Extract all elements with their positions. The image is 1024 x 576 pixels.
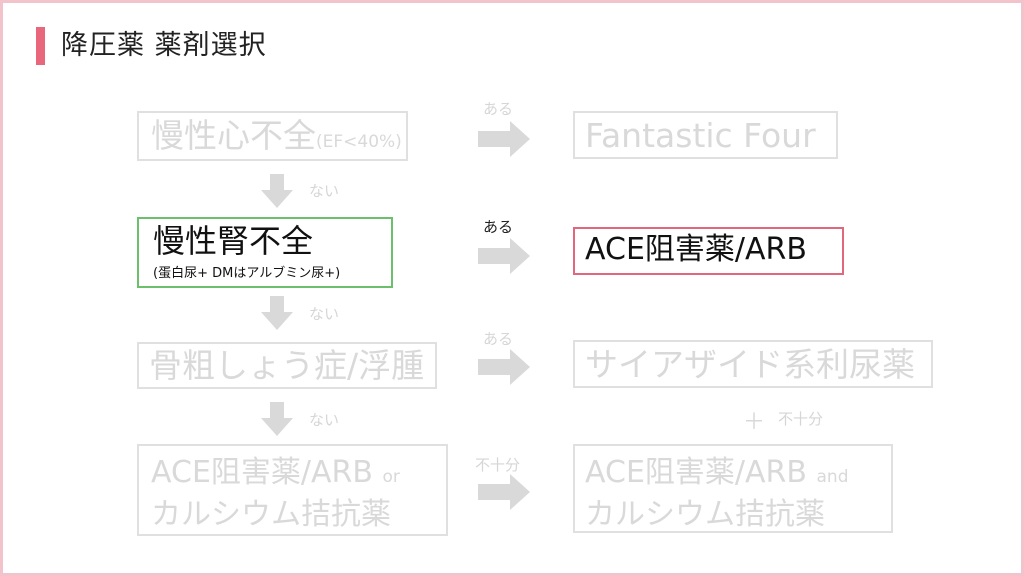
node-heart-failure: 慢性心不全(EF<40%): [137, 111, 408, 161]
node-ckd-sub: (蛋白尿+ DMはアルブミン尿+): [153, 266, 341, 281]
node-ckd-label: 慢性腎不全: [153, 222, 314, 260]
title-accent-bar: [36, 27, 45, 65]
node-ace-and-ca-line1: ACE阻害薬/ARB: [585, 455, 807, 490]
arrow-down-icon: [261, 402, 293, 436]
label-insufficient-1: 不十分: [778, 410, 824, 428]
label-yes-1: ある: [483, 100, 514, 118]
arrow-down-icon: [261, 296, 293, 330]
plus-icon: ＋: [743, 410, 766, 435]
label-no-3: ない: [309, 411, 340, 429]
node-ace-arb-label: ACE阻害薬/ARB: [585, 232, 807, 267]
arrow-right-icon: [478, 121, 530, 157]
node-ace-and-ca-connector: and: [816, 467, 849, 487]
node-thiazide: サイアザイド系利尿薬: [573, 340, 933, 388]
node-osteoporosis-label: 骨粗しょう症/浮腫: [149, 346, 425, 385]
node-ace-and-ca: ACE阻害薬/ARB and カルシウム拮抗薬: [573, 444, 893, 533]
node-chronic-kidney-disease: 慢性腎不全 (蛋白尿+ DMはアルブミン尿+): [137, 217, 393, 288]
node-heart-failure-sub: (EF<40%): [316, 132, 402, 152]
arrow-right-icon: [478, 474, 530, 510]
node-fantastic-four: Fantastic Four: [573, 111, 838, 159]
arrow-right-icon: [478, 238, 530, 274]
node-fantastic-four-label: Fantastic Four: [585, 116, 816, 155]
label-no-2: ない: [309, 305, 340, 323]
arrow-down-icon: [261, 174, 293, 208]
node-osteoporosis-edema: 骨粗しょう症/浮腫: [137, 342, 437, 389]
label-no-1: ない: [309, 182, 340, 200]
node-ace-arb: ACE阻害薬/ARB: [573, 227, 844, 275]
node-ace-or-ca-connector: or: [382, 467, 400, 487]
node-thiazide-label: サイアザイド系利尿薬: [585, 345, 915, 384]
label-insufficient-2: 不十分: [475, 456, 521, 474]
page-title: 降圧薬 薬剤選択: [61, 30, 267, 61]
label-yes-3: ある: [483, 330, 514, 348]
node-heart-failure-label: 慢性心不全: [151, 116, 316, 155]
node-ace-or-ca-line1: ACE阻害薬/ARB: [151, 455, 373, 490]
node-ace-and-ca-line2: カルシウム拮抗薬: [585, 497, 825, 532]
node-ace-or-ca-line2: カルシウム拮抗薬: [151, 497, 391, 532]
node-ace-or-ca: ACE阻害薬/ARB or カルシウム拮抗薬: [137, 444, 448, 536]
label-yes-2: ある: [483, 218, 514, 236]
arrow-right-icon: [478, 349, 530, 385]
